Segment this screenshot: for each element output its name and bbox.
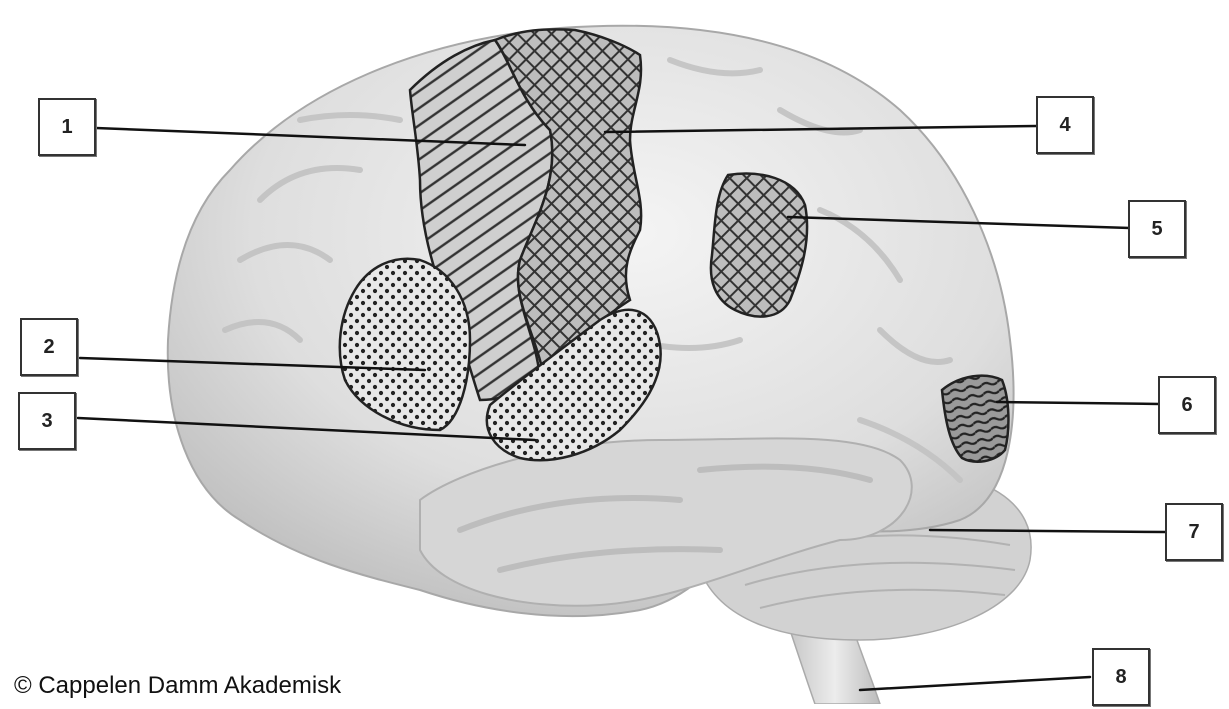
label-box-5: 5 (1128, 200, 1186, 258)
label-box-2: 2 (20, 318, 78, 376)
label-box-3: 3 (18, 392, 76, 450)
leader-line-6 (997, 402, 1160, 404)
label-box-6: 6 (1158, 376, 1216, 434)
label-box-8: 8 (1092, 648, 1150, 706)
leader-line-8 (860, 677, 1090, 690)
label-box-1: 1 (38, 98, 96, 156)
region-5 (711, 174, 807, 317)
label-box-4: 4 (1036, 96, 1094, 154)
label-box-7: 7 (1165, 503, 1223, 561)
copyright-credit: © Cappelen Damm Akademisk (14, 672, 341, 700)
